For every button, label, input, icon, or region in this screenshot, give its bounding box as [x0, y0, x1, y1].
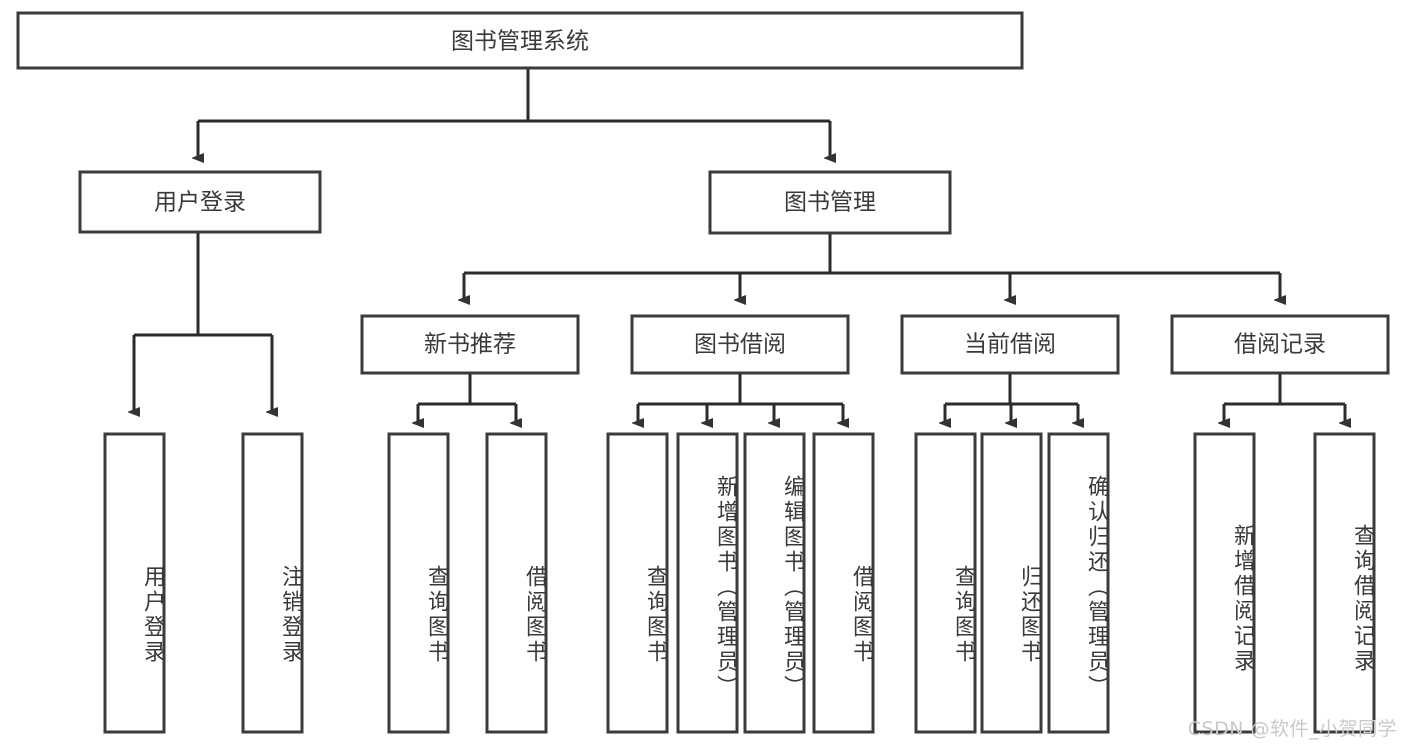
node-root-label: 图书管理系统	[451, 29, 589, 55]
leaf-new-book-0[interactable]	[387, 432, 450, 734]
csdn-watermark: CSDN @软件_小贺同学	[1187, 718, 1397, 740]
connector-new-book-bus	[418, 373, 516, 423]
connector-root-bus	[198, 69, 830, 123]
leaf-book-borrow-3[interactable]	[812, 432, 875, 734]
node-book-borrow[interactable]	[630, 314, 850, 375]
connector-current-borrow-bus	[945, 373, 1078, 423]
connector-book-manage-bus	[464, 233, 1280, 300]
node-user-login[interactable]	[78, 170, 322, 234]
node-root-book-management-system[interactable]	[16, 11, 1024, 70]
node-current-borrow[interactable]	[900, 314, 1120, 375]
leaf-book-borrow-0[interactable]	[606, 432, 669, 734]
connector-user-login-bus	[134, 232, 272, 412]
node-user-login-label: 用户登录	[154, 190, 246, 216]
leaf-book-borrow-2[interactable]	[743, 432, 806, 734]
node-new-book-recommend-label: 新书推荐	[424, 332, 516, 358]
leaf-current-borrow-1[interactable]	[980, 432, 1043, 734]
node-borrow-record-label: 借阅记录	[1234, 332, 1326, 358]
leaf-borrow-record-1[interactable]	[1313, 432, 1376, 734]
leaf-current-borrow-2[interactable]	[1047, 432, 1110, 734]
leaf-current-borrow-0[interactable]	[914, 432, 977, 734]
leaf-borrow-record-0[interactable]	[1193, 432, 1256, 734]
node-current-borrow-label: 当前借阅	[964, 332, 1056, 358]
node-book-management[interactable]	[708, 170, 952, 235]
connector-book-borrow-bus	[638, 373, 843, 423]
leaf-new-book-1[interactable]	[485, 432, 548, 734]
node-new-book-recommend[interactable]	[360, 314, 580, 375]
connector-borrow-record-bus	[1224, 373, 1345, 423]
leaf-book-borrow-1[interactable]	[676, 432, 739, 734]
leaf-user-login-1[interactable]	[241, 432, 304, 734]
leaf-user-login-0[interactable]	[103, 432, 166, 734]
node-book-borrow-label: 图书借阅	[694, 332, 786, 358]
node-borrow-record[interactable]	[1170, 314, 1390, 375]
node-book-management-label: 图书管理	[784, 190, 876, 216]
